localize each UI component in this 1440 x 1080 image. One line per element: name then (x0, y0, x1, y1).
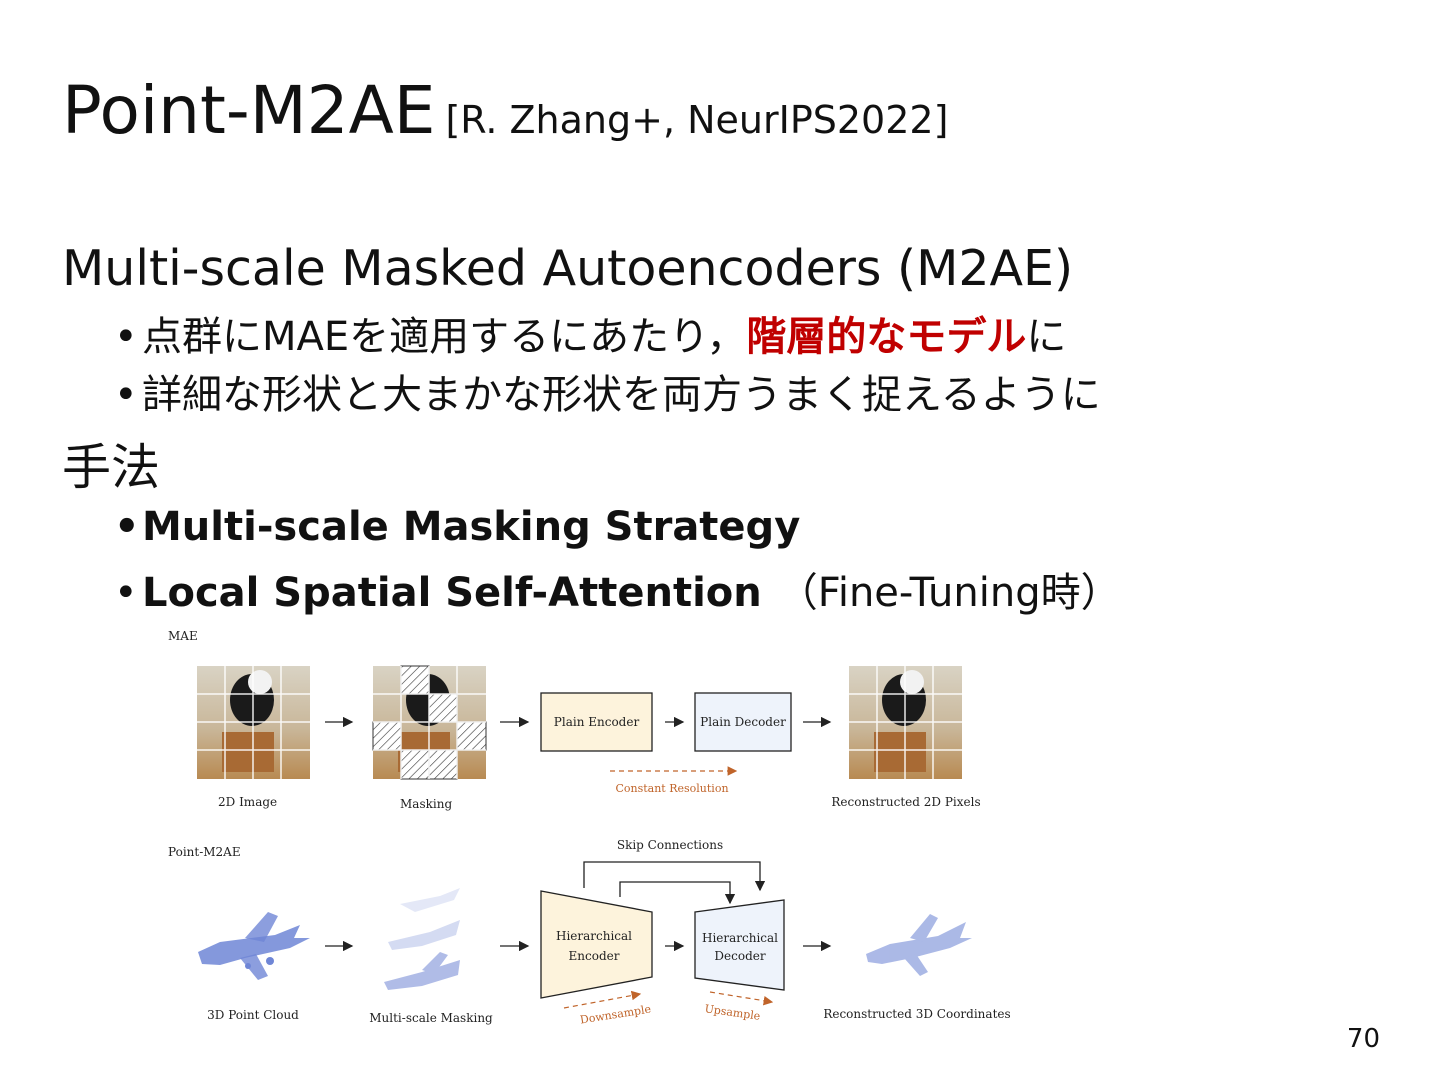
plain-decoder-label: Plain Decoder (700, 715, 786, 729)
reconstructed-airplane-cloud (866, 914, 972, 976)
bullet-dot: • (114, 372, 138, 418)
bullet-text-note: （Fine-Tuning時） (777, 570, 1121, 616)
highlight-text: 階層的なモデル (746, 314, 1027, 360)
bullet-text-end: に (1026, 314, 1067, 360)
skip-connections-label: Skip Connections (617, 838, 723, 852)
mae-label: MAE (168, 629, 198, 643)
bullet-shapes: •詳細な形状と大まかな形状を両方うまく捉えるように (114, 362, 1101, 420)
bullet-text: 点群にMAEを適用するにあたり， (142, 314, 747, 360)
reconstructed-panda-image (849, 666, 962, 779)
masked-panda-image (372, 665, 487, 780)
caption-reconstructed-coordinates: Reconstructed 3D Coordinates (823, 1007, 1010, 1021)
skip-connection-inner (619, 881, 736, 905)
bullet-dot: • (114, 314, 138, 360)
bullet-text: Multi-scale Masking Strategy (142, 504, 801, 550)
plain-encoder-box (540, 692, 653, 752)
plain-encoder-label: Plain Encoder (554, 715, 640, 729)
downsample-label: Downsample (579, 1003, 652, 1027)
bullet-masking-strategy: •Multi-scale Masking Strategy (114, 504, 800, 550)
upsample-label: Upsample (704, 1002, 761, 1023)
hierarchical-decoder-box (694, 899, 785, 991)
point-m2ae-label: Point-M2AE (168, 845, 241, 859)
page-number: 70 (1346, 1024, 1380, 1054)
constant-resolution-label: Constant Resolution (615, 782, 728, 795)
caption-point-cloud: 3D Point Cloud (207, 1008, 299, 1022)
bullet-text: Local Spatial Self-Attention (142, 570, 762, 616)
heading-m2ae: Multi-scale Masked Autoencoders (M2AE) (62, 240, 1074, 297)
citation: [R. Zhang+, NeurIPS2022] (445, 98, 949, 142)
bullet-text: 詳細な形状と大まかな形状を両方うまく捉えるように (142, 372, 1101, 418)
panda-image (197, 666, 310, 779)
hierarchical-encoder-line2: Encoder (569, 949, 620, 963)
airplane-point-cloud (198, 912, 310, 980)
architecture-figure: MAE 2D Image Masking Plain Encoder Plain… (168, 629, 1011, 1027)
downsample-arrow (563, 990, 642, 1009)
hierarchical-encoder-line1: Hierarchical (556, 929, 632, 943)
caption-multiscale-masking: Multi-scale Masking (369, 1011, 493, 1025)
bullet-dot: • (114, 570, 138, 616)
bullet-dot: • (114, 504, 140, 550)
caption-reconstructed-pixels: Reconstructed 2D Pixels (831, 795, 980, 809)
skip-connection-outer (583, 861, 766, 892)
hierarchical-decoder-line1: Hierarchical (702, 931, 778, 945)
caption-masking: Masking (400, 797, 452, 811)
multiscale-masked-clouds (384, 888, 460, 990)
slide-title: Point-M2AE[R. Zhang+, NeurIPS2022] (62, 78, 948, 144)
heading-method: 手法 (62, 439, 161, 496)
hierarchical-decoder-line2: Decoder (714, 949, 765, 963)
bullet-local-attention: •Local Spatial Self-Attention （Fine-Tunin… (114, 560, 1121, 618)
hierarchical-encoder-box (540, 890, 653, 999)
caption-2d-image: 2D Image (218, 795, 277, 809)
title-text: Point-M2AE (62, 72, 436, 149)
upsample-arrow (709, 991, 774, 1006)
plain-decoder-box (694, 692, 792, 752)
bullet-hierarchical: •点群にMAEを適用するにあたり，階層的なモデルに (114, 304, 1066, 362)
